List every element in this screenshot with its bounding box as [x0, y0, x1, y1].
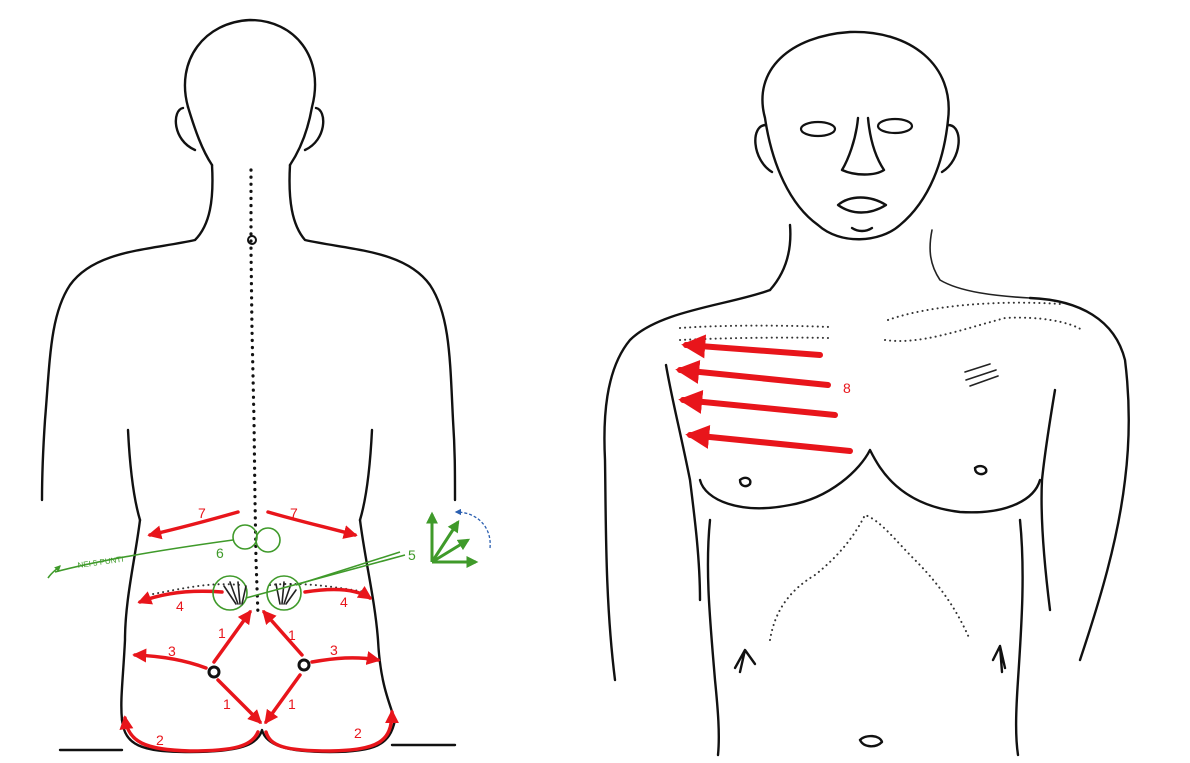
arrow-8-row-1	[681, 334, 823, 359]
arrow-8-row-3	[678, 389, 838, 418]
arrow-8-row-4	[685, 424, 853, 454]
front-navel	[858, 734, 884, 748]
back-left-ear	[174, 106, 197, 152]
front-left-nipple	[738, 476, 752, 488]
back-head-outline	[183, 18, 317, 167]
leader-line-5b	[245, 554, 406, 599]
label-7-left: 7	[198, 505, 206, 521]
rib-cage-dotted-line	[769, 513, 971, 641]
curved-arrow-note	[47, 565, 61, 579]
arrow-3-right	[310, 651, 381, 665]
label-1-lower-right: 1	[288, 696, 296, 712]
arrow-1-lower-left	[216, 678, 262, 724]
note-nei-5-punti: NEI 5 PUNTI	[77, 555, 124, 570]
front-right-shoulder	[1028, 296, 1130, 662]
label-8: 8	[843, 380, 851, 396]
front-figure	[603, 30, 1130, 757]
arrow-4-right	[303, 585, 373, 600]
back-left-shoulder	[40, 163, 214, 502]
leader-line-6	[54, 539, 234, 573]
arrow-1-upper-left	[212, 609, 252, 664]
point-5-right-circle	[266, 575, 302, 611]
rotation-arrow-icon	[454, 508, 491, 549]
front-right-nipple	[973, 464, 988, 476]
front-mouth	[836, 196, 888, 214]
back-right-shoulder	[288, 163, 457, 502]
front-head-outline	[761, 30, 950, 241]
label-2-right: 2	[354, 725, 362, 741]
arrow-8-row-2	[675, 359, 831, 388]
back-labels: 7 7 6 5 4 4 1 1 3 3 1 1 2 2 NEI 5 PUNTI	[77, 505, 416, 748]
label-5: 5	[408, 547, 416, 563]
front-left-shoulder	[603, 288, 772, 682]
back-red-arrows	[119, 510, 399, 753]
spine-dotted-line	[249, 168, 260, 617]
label-3-left: 3	[168, 643, 176, 659]
point-6-left-circle	[232, 524, 258, 550]
label-4-left: 4	[176, 598, 184, 614]
right-clavicle-dotted-band	[884, 301, 1083, 342]
spine-vertebra-marker	[247, 235, 257, 245]
label-1-upper-right: 1	[288, 627, 296, 643]
back-right-flank	[358, 518, 397, 722]
back-left-flank	[120, 518, 142, 722]
right-sacral-point	[297, 658, 311, 672]
front-left-ear	[754, 123, 774, 174]
label-3-right: 3	[330, 642, 338, 658]
label-4-right: 4	[340, 594, 348, 610]
point-6-right-circle	[255, 527, 281, 553]
direction-arrows-icon	[426, 511, 479, 568]
front-pectoral-outline	[698, 448, 1042, 514]
front-nose	[840, 116, 886, 176]
label-1-upper-left: 1	[218, 625, 226, 641]
back-right-ear	[303, 106, 325, 152]
label-6: 6	[216, 545, 224, 561]
label-1-lower-left: 1	[223, 696, 231, 712]
arrow-1-lower-right	[264, 673, 302, 725]
label-2-left: 2	[156, 732, 164, 748]
back-figure	[40, 18, 457, 754]
left-sacral-point	[207, 665, 221, 679]
arrow-3-left	[132, 648, 208, 670]
arrow-7-left	[147, 510, 240, 540]
front-left-eye	[799, 120, 837, 138]
front-red-arrows: 8	[675, 334, 853, 454]
back-green-markers	[47, 508, 491, 611]
label-7-right: 7	[290, 505, 298, 521]
left-clavicle-dotted-band	[679, 324, 831, 341]
front-right-eye	[876, 117, 914, 135]
back-buttocks-outline	[120, 718, 397, 754]
arrow-7-right	[266, 510, 358, 539]
arrow-1-upper-right	[262, 609, 304, 657]
arrow-2-left	[119, 715, 260, 753]
point-5-left-circle	[212, 575, 248, 611]
arrow-2-right	[264, 709, 399, 753]
front-right-ear	[940, 123, 960, 174]
